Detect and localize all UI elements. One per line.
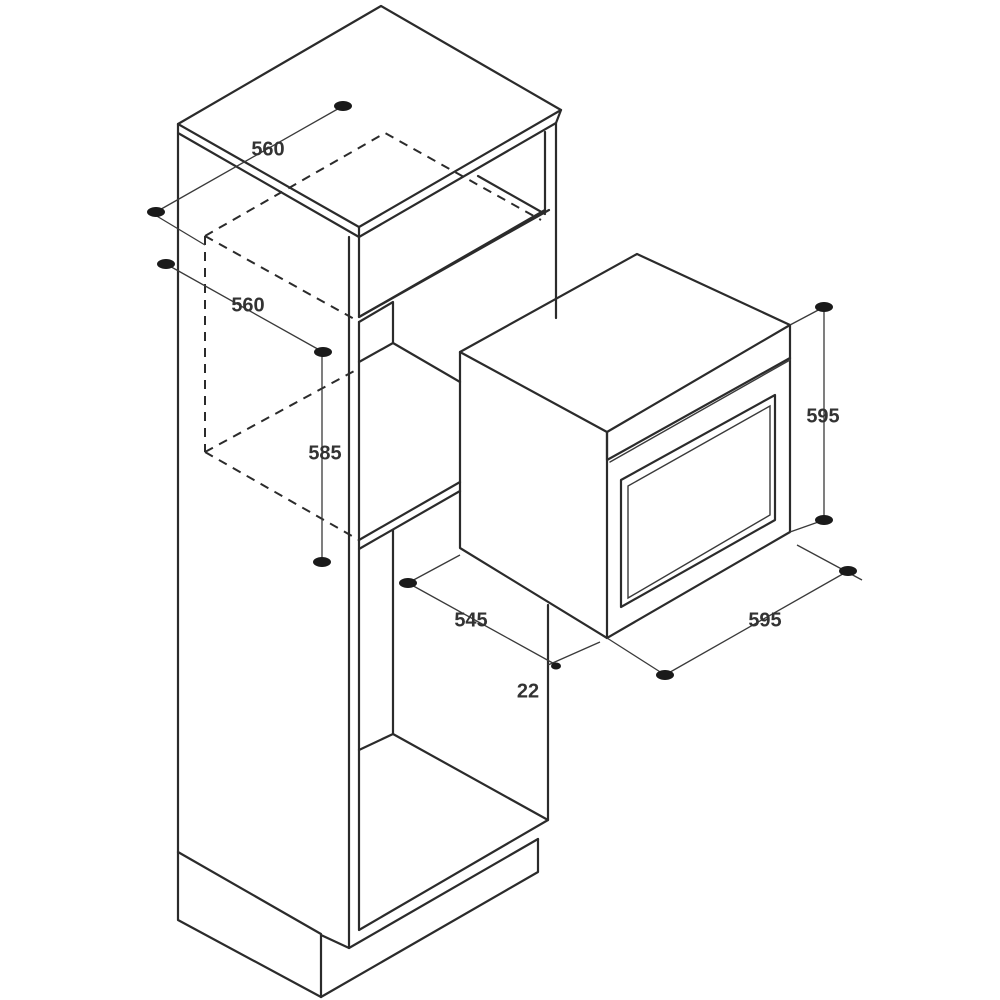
niche-width-label: 560 bbox=[251, 138, 284, 160]
dimension-markers bbox=[147, 101, 857, 680]
tall-cabinet bbox=[176, 4, 563, 999]
marker-dot bbox=[839, 566, 857, 576]
dimension-lines bbox=[149, 105, 863, 676]
niche-depth-label: 560 bbox=[231, 294, 264, 316]
oven bbox=[458, 252, 792, 640]
marker-dot bbox=[334, 101, 352, 111]
oven-door-window bbox=[619, 393, 777, 609]
oven-height-label: 595 bbox=[806, 405, 839, 427]
front-panel-depth-label: 22 bbox=[517, 680, 539, 702]
marker-dot bbox=[313, 557, 331, 567]
marker-dot bbox=[399, 578, 417, 588]
marker-dot bbox=[656, 670, 674, 680]
dimension-labels: 560 560 585 595 595 545 22 bbox=[231, 138, 839, 702]
oven-width-label: 595 bbox=[748, 609, 781, 631]
marker-dot bbox=[147, 207, 165, 217]
marker-dot bbox=[157, 259, 175, 269]
marker-dot bbox=[551, 662, 561, 670]
oven-depth-label: 545 bbox=[454, 609, 487, 631]
niche-outline bbox=[204, 131, 542, 541]
marker-dot bbox=[314, 347, 332, 357]
niche-height-label: 585 bbox=[308, 442, 341, 464]
marker-dot bbox=[815, 302, 833, 312]
marker-dot bbox=[815, 515, 833, 525]
